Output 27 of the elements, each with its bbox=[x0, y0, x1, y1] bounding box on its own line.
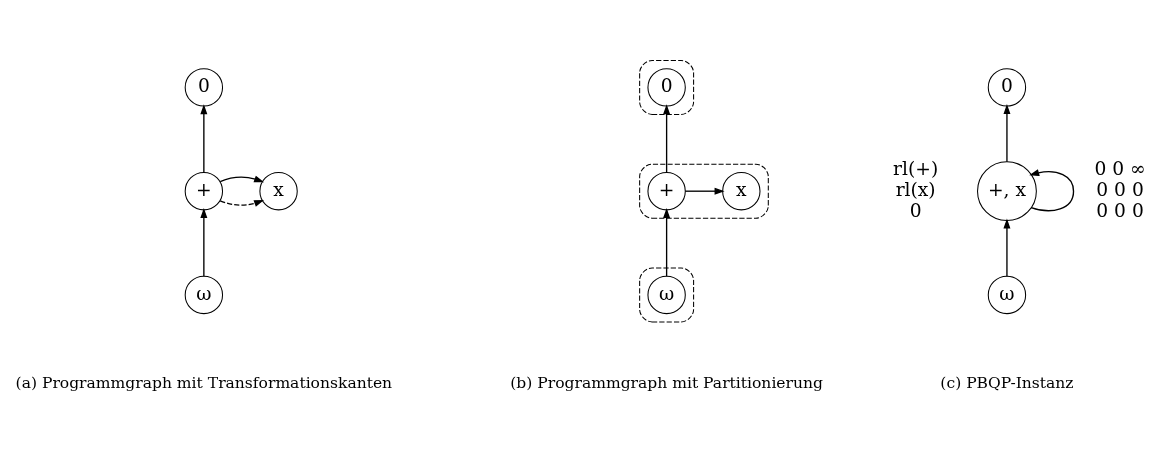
arrow bbox=[219, 200, 265, 207]
node-circle: + bbox=[184, 172, 224, 211]
node-circle: 0 bbox=[987, 68, 1027, 107]
node-label: rl(+) rl(x) 0 bbox=[893, 158, 939, 221]
arrow bbox=[1029, 169, 1075, 212]
node-circle: 0 bbox=[184, 68, 224, 107]
node-circle: ω bbox=[647, 275, 686, 315]
arrow bbox=[663, 208, 671, 277]
node-circle: + bbox=[647, 172, 686, 211]
node-label: 0 0 ∞ 0 0 0 0 0 0 bbox=[1094, 158, 1146, 221]
arrow bbox=[684, 187, 725, 195]
node-circle: x bbox=[259, 172, 298, 211]
label: (b) Programmgraph mit Partitionierung bbox=[510, 373, 823, 392]
node-circle: ω bbox=[987, 275, 1027, 315]
label: (a) Programmgraph mit Transformationskanten bbox=[15, 373, 393, 392]
cluster bbox=[639, 267, 695, 323]
node-circle: x bbox=[722, 172, 761, 211]
label: (c) PBQP-Instanz bbox=[940, 373, 1074, 392]
arrow bbox=[1003, 218, 1011, 277]
arrow bbox=[200, 104, 208, 174]
node-circle: 0 bbox=[647, 68, 686, 107]
node-circle: ω bbox=[184, 275, 224, 315]
arrow bbox=[219, 175, 265, 183]
arrow bbox=[1003, 104, 1011, 163]
node-circle: +, x bbox=[977, 161, 1037, 222]
arrow bbox=[663, 104, 671, 174]
arrow bbox=[200, 208, 208, 277]
